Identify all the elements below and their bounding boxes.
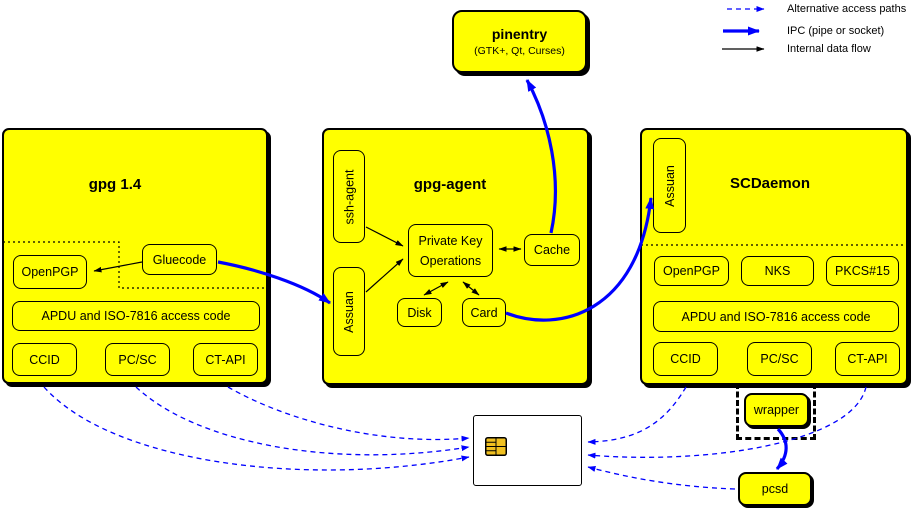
pcsd-box: pcsd [738, 472, 812, 506]
pinentry-title: pinentry [491, 26, 548, 42]
alt-gpg14-pcsc-to-card [135, 386, 470, 456]
alt-scdaemon-ccid-to-card [587, 386, 687, 445]
scdaemon-assuan-label: Assuan [662, 164, 677, 207]
alt-scdaemon-ctapi-to-card [587, 386, 867, 459]
alt-pcsd-to-card [587, 466, 736, 490]
gpg14-title: gpg 1.4 [88, 176, 142, 193]
legend-alternative-access-paths-label: Alternative access paths [787, 3, 907, 15]
gpg14-gluecode-box: Gluecode [142, 244, 217, 275]
gpg14-pcsc-box: PC/SC [105, 343, 170, 376]
scdaemon-title: SCDaemon [729, 175, 811, 192]
gpg14-ccid-box: CCID [12, 343, 77, 376]
private-key-operations-line1: Private Key [418, 233, 483, 248]
gpg-agent-ssh-agent-label: ssh-agent [342, 169, 356, 224]
private-key-operations-line2: Operations [419, 253, 482, 268]
wrapper-box: wrapper [744, 393, 809, 427]
alt-gpg14-ctapi-to-card [227, 386, 470, 442]
gpg-agent-title: gpg-agent [413, 176, 487, 193]
gpg-agent-assuan-label: Assuan [342, 290, 357, 333]
gpg-agent-cache-box: Cache [524, 234, 580, 266]
scdaemon-assuan-box: Assuan [653, 138, 686, 233]
pinentry-subtitle: (GTK+, Qt, Curses) [474, 45, 565, 57]
gpg-agent-assuan-box: Assuan [333, 267, 365, 356]
legend-internal-data-flow-label: Internal data flow [787, 43, 871, 55]
legend-ipc-label: IPC (pipe or socket) [787, 25, 885, 37]
scdaemon-openpgp-box: OpenPGP [654, 256, 729, 286]
gpg14-openpgp-box: OpenPGP [13, 255, 87, 289]
gpg-agent-disk-box: Disk [397, 298, 442, 327]
gpg14-apdu-box: APDU and ISO-7816 access code [12, 301, 260, 331]
pinentry-box: pinentry (GTK+, Qt, Curses) [452, 10, 587, 73]
gpg-agent-private-key-operations-box: Private Key Operations [408, 224, 493, 277]
scdaemon-pcsc-box: PC/SC [747, 342, 812, 376]
scdaemon-apdu-box: APDU and ISO-7816 access code [653, 301, 899, 332]
scdaemon-nks-box: NKS [741, 256, 814, 286]
scdaemon-ccid-box: CCID [653, 342, 718, 376]
gpg14-ctapi-box: CT-API [193, 343, 258, 376]
gpg-agent-ssh-agent-box: ssh-agent [333, 150, 365, 243]
gpg-agent-card-box: Card [462, 298, 506, 327]
scdaemon-ctapi-box: CT-API [835, 342, 900, 376]
smartcard [473, 415, 582, 486]
alt-gpg14-ccid-to-card [43, 386, 470, 471]
smartcard-chip-icon [485, 437, 507, 461]
scdaemon-pkcs15-box: PKCS#15 [826, 256, 899, 286]
